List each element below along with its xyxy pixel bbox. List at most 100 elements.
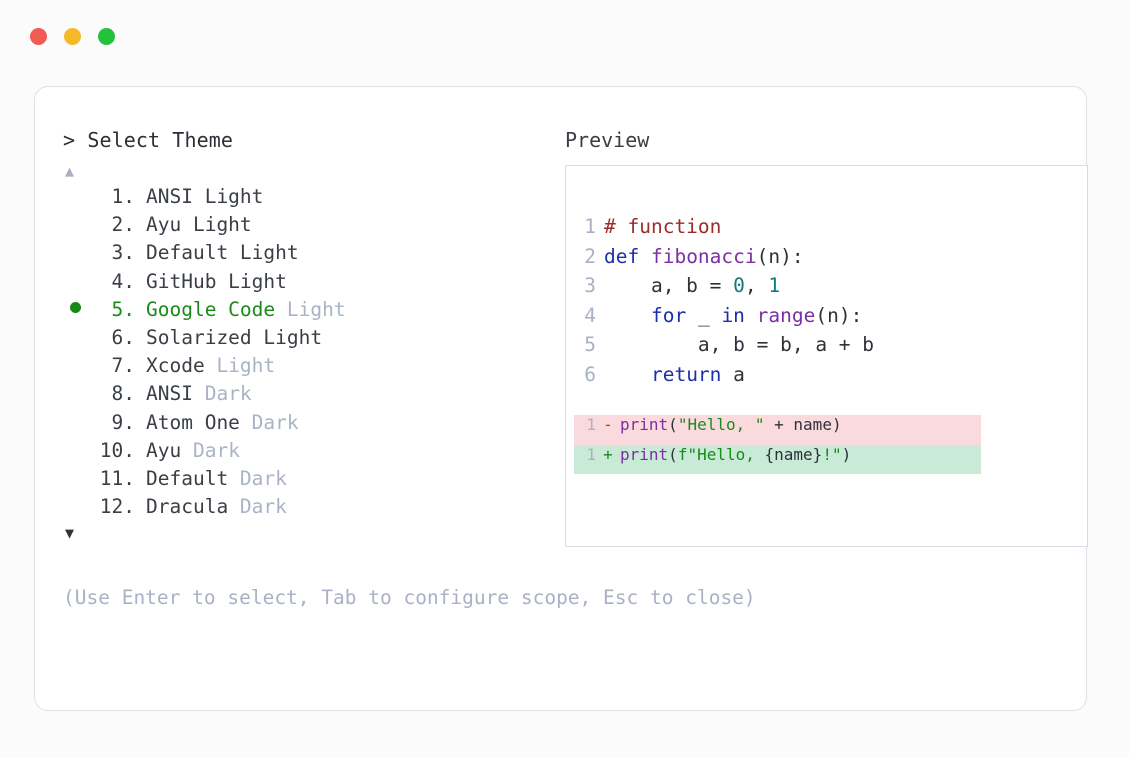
diff-line-content: print(f"Hello, {name}!") xyxy=(620,445,851,464)
window-traffic-lights xyxy=(30,28,115,45)
scroll-down-arrow-icon[interactable]: ▼ xyxy=(65,524,75,543)
code-token-plain: ( xyxy=(668,415,678,434)
code-line: 5 a, b = b, a + b xyxy=(566,330,1087,360)
code-token-plain: {name} xyxy=(764,444,823,464)
code-line-number: 4 xyxy=(584,303,596,327)
code-line-content: # function xyxy=(596,212,721,242)
code-token-comment: # function xyxy=(604,215,722,238)
code-token-func: range xyxy=(756,303,816,327)
theme-item-name: ANSI Light xyxy=(146,185,264,208)
code-line-number: 5 xyxy=(584,333,596,356)
code-token-keyword: in xyxy=(721,303,745,327)
code-line-content: for _ in range(n): xyxy=(596,301,862,331)
theme-item-index: 1. xyxy=(111,185,135,208)
theme-item-index: 4. xyxy=(111,269,135,293)
code-token-plain xyxy=(745,304,757,327)
prompt-caret-icon: > xyxy=(63,128,76,152)
theme-list-item[interactable]: 2.Ayu Light xyxy=(63,211,543,239)
theme-item-name: ANSI xyxy=(146,382,193,406)
theme-list-item[interactable]: 3. Default Light xyxy=(63,239,543,267)
code-line-content: a, b = b, a + b xyxy=(596,330,874,360)
code-line-number: 6 xyxy=(584,362,596,386)
code-line-content: def fibonacci(n): xyxy=(596,242,804,272)
code-token-plain: + name) xyxy=(764,415,842,434)
theme-item-name: Default Light xyxy=(146,241,299,265)
theme-list-item[interactable]: 5. Google Code Light xyxy=(63,296,543,324)
diff-line-del: 1-print("Hello, " + name) xyxy=(574,415,981,445)
code-token-func: print xyxy=(620,415,669,434)
code-token-string: !" xyxy=(822,444,842,464)
code-token-string: "Hello, " xyxy=(677,415,765,434)
theme-item-variant: Light xyxy=(275,297,346,321)
theme-item-variant: Dark xyxy=(228,466,287,490)
preview-label: Preview xyxy=(565,128,650,152)
theme-list-item[interactable]: 10.Ayu Dark xyxy=(63,437,543,465)
scroll-up-arrow-icon[interactable]: ▲ xyxy=(65,162,75,180)
code-token-number: 0 xyxy=(733,274,745,297)
theme-item-index: 9. xyxy=(111,410,135,434)
theme-item-variant: Dark xyxy=(239,410,299,434)
theme-item-name: Solarized Light xyxy=(146,325,323,349)
theme-item-variant: Dark xyxy=(181,438,240,462)
minimize-button-icon[interactable] xyxy=(64,28,81,45)
diff-line-number: 1 xyxy=(586,444,596,464)
theme-list-item[interactable]: 12.Dracula Dark xyxy=(63,493,543,521)
code-line: 1 # function xyxy=(566,212,1087,242)
code-line-content: a, b = 0, 1 xyxy=(596,271,780,301)
keyboard-hint-text: (Use Enter to select, Tab to configure s… xyxy=(63,586,756,610)
maximize-button-icon[interactable] xyxy=(98,28,115,45)
theme-item-index: 5. xyxy=(111,297,135,321)
theme-item-variant: Light xyxy=(204,354,276,378)
theme-list-item[interactable]: 9.Atom One Dark xyxy=(63,409,543,437)
theme-item-name: Google Code xyxy=(146,297,276,321)
theme-item-index: 11. xyxy=(99,466,135,490)
code-token-keyword: for xyxy=(650,303,687,327)
theme-item-name: Default xyxy=(146,466,229,490)
code-token-plain xyxy=(604,304,651,327)
diff-line-content: print("Hello, " + name) xyxy=(620,415,842,434)
theme-item-index: 6. xyxy=(111,325,135,349)
theme-item-name: Xcode xyxy=(146,354,205,378)
code-token-keyword: return xyxy=(650,362,722,386)
code-line-number: 1 xyxy=(584,215,596,238)
diff-line-number: 1 xyxy=(586,415,596,434)
theme-list-item[interactable]: 11. Default Dark xyxy=(63,465,543,493)
code-line-content: return a xyxy=(596,360,745,390)
theme-list-item[interactable]: 4. GitHub Light xyxy=(63,268,543,296)
close-button-icon[interactable] xyxy=(30,28,47,45)
diff-line-add: 1+print(f"Hello, {name}!") xyxy=(574,444,981,474)
code-line-number: 2 xyxy=(584,244,596,268)
code-token-plain: , xyxy=(744,274,769,297)
code-token-plain: ( xyxy=(668,444,678,464)
code-token-plain: a xyxy=(721,362,745,386)
selected-bullet-icon xyxy=(70,301,81,313)
theme-item-index: 8. xyxy=(111,382,135,406)
theme-item-name: GitHub Light xyxy=(146,269,287,293)
code-line: 6 return a xyxy=(566,360,1087,390)
code-line: 4 for _ in range(n): xyxy=(566,301,1087,331)
theme-item-index: 7. xyxy=(111,354,135,378)
theme-list-item[interactable]: 7. Xcode Light xyxy=(63,352,543,380)
code-line-number: 3 xyxy=(584,274,596,297)
code-token-plain xyxy=(604,363,651,386)
theme-item-name: Dracula xyxy=(146,495,229,519)
theme-item-index: 3. xyxy=(111,241,135,265)
theme-list-item[interactable]: 6. Solarized Light xyxy=(63,324,543,352)
code-token-keyword: def xyxy=(604,244,651,268)
theme-item-name: Ayu xyxy=(146,438,182,462)
code-token-plain: a, b = xyxy=(604,274,734,297)
code-token-func: print xyxy=(620,444,669,464)
code-token-plain: _ xyxy=(686,303,722,327)
theme-item-index: 2. xyxy=(111,213,135,237)
theme-list-item[interactable]: 1. ANSI Light xyxy=(63,183,543,211)
code-token-plain: (n): xyxy=(815,303,863,327)
theme-list-item[interactable]: 8.ANSI Dark xyxy=(63,380,543,408)
code-token-plain: ) xyxy=(841,444,852,464)
